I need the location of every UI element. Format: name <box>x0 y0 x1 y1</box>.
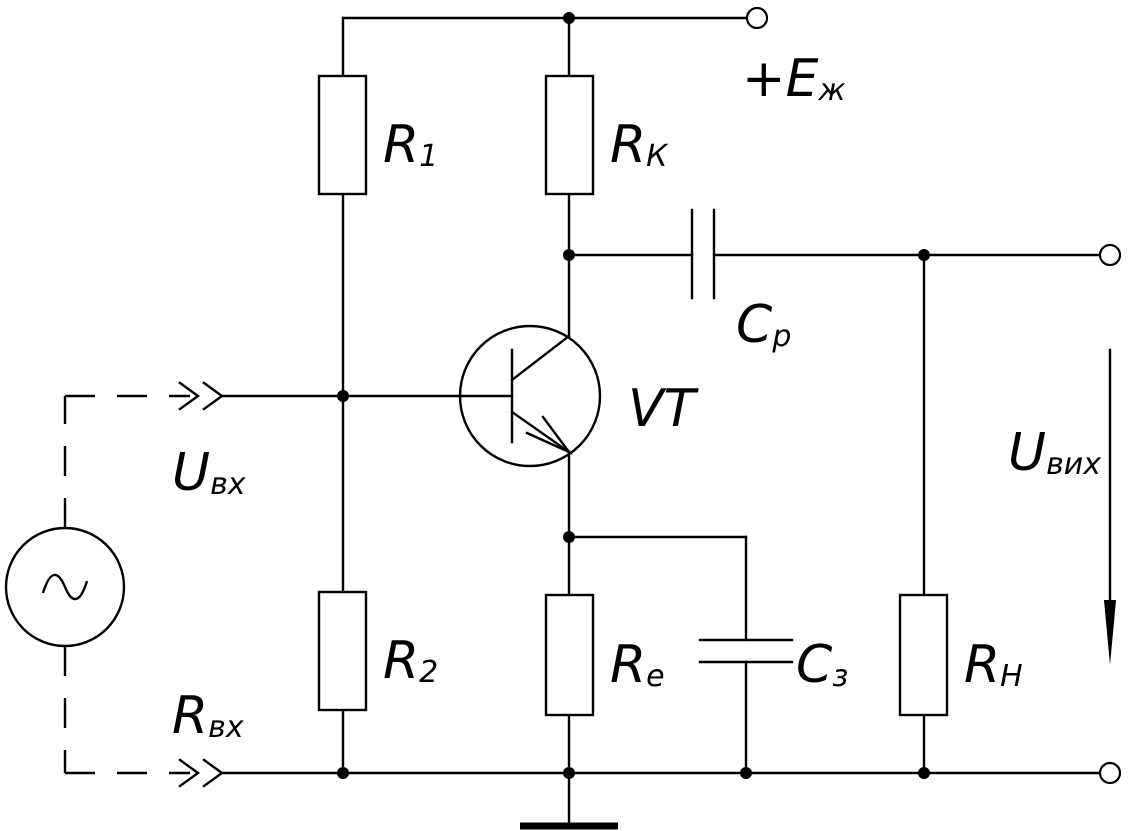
output-terminal-top <box>1098 243 1122 267</box>
resistor-re <box>544 593 595 717</box>
label-c3: Cз <box>796 635 848 695</box>
label-cp: Cр <box>736 295 791 355</box>
label-r2: R2 <box>383 631 438 691</box>
label-rk: RК <box>610 115 669 175</box>
label-rh: RН <box>964 635 1023 695</box>
resistor-r1 <box>317 74 368 196</box>
resistor-rh <box>898 593 949 717</box>
transistor-vt <box>458 324 602 468</box>
label-rin: Rвх <box>172 686 244 746</box>
label-vt: VT <box>628 379 700 439</box>
label-supply: +Eж <box>742 49 845 109</box>
junction-dots <box>337 12 930 779</box>
input-connector-top <box>178 381 225 411</box>
resistor-r2 <box>317 590 368 712</box>
wires <box>220 16 1102 827</box>
label-re: Rе <box>610 635 665 695</box>
label-uin: Uвх <box>172 443 246 503</box>
label-uout: Uвих <box>1008 423 1101 483</box>
supply-terminal <box>745 6 769 30</box>
capacitor-cp <box>690 208 716 300</box>
resistor-rk <box>544 74 595 196</box>
source-leads <box>63 394 190 775</box>
capacitor-c3 <box>698 638 794 664</box>
label-r1: R1 <box>383 115 438 175</box>
output-terminal-bottom <box>1098 761 1122 785</box>
output-voltage-arrow <box>1104 348 1116 665</box>
input-connector-bottom <box>178 758 225 788</box>
ac-source <box>4 526 126 648</box>
